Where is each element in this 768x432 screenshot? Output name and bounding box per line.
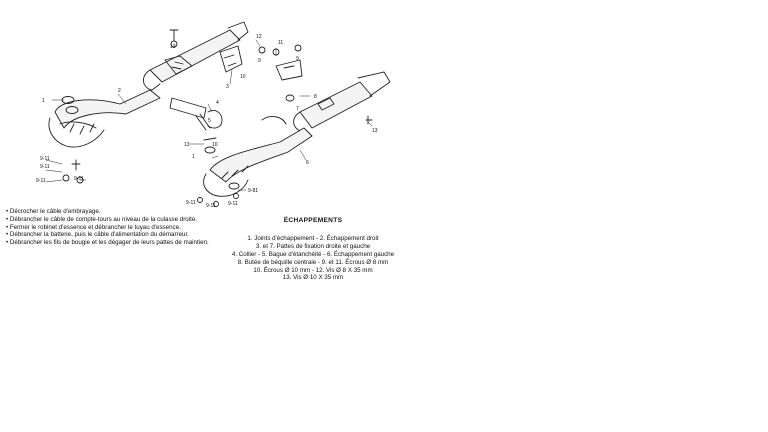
callout: 9-11 xyxy=(228,201,238,207)
figure-caption: ÉCHAPPEMENTS 1. Joints d'échappement - 2… xyxy=(228,217,398,282)
caption-line: 3. et 7. Pattes de fixation droite et ga… xyxy=(255,242,371,250)
instruction-item: • Débrancher les fils de bougie et les d… xyxy=(6,239,209,247)
callout: 9-11 xyxy=(40,164,50,170)
instruction-item: • Décrocher le câble d'embrayage. xyxy=(6,208,101,215)
instruction-item: • Fermer le robinet d'essence et débranc… xyxy=(6,223,181,231)
mounting-brackets xyxy=(169,29,303,81)
callout: 7 xyxy=(296,106,299,112)
callout: 9-11 xyxy=(40,156,50,162)
callout: 1 xyxy=(42,98,45,104)
callout: 9-11 xyxy=(206,203,216,209)
callout: 3 xyxy=(226,84,229,90)
callout: 9-11 xyxy=(36,178,46,184)
callout: 1 xyxy=(192,154,195,160)
callout: 13 xyxy=(184,142,190,148)
left-header-pipes xyxy=(203,116,313,197)
callout: 8 xyxy=(314,94,317,100)
clamp-assembly xyxy=(169,97,223,131)
caption-line: 10. Écrous Ø 10 mm - 12. Vis Ø 8 X 35 mm xyxy=(253,266,373,274)
right-header-pipes xyxy=(48,89,161,148)
callout: 9-11 xyxy=(186,200,196,206)
callout: 10 xyxy=(212,142,218,148)
instruction-item: • Débrancher la batterie, puis le câble … xyxy=(6,231,189,239)
caption-line: 4. Collier - 5. Bague d'étanchéité - 6. … xyxy=(231,250,395,258)
right-muffler xyxy=(143,21,249,91)
left-muffler xyxy=(293,71,391,133)
callout: 2 xyxy=(118,88,121,94)
callout: 9-11 xyxy=(74,176,84,182)
caption-line: 1. Joints d'échappement - 2. Échappement… xyxy=(247,234,379,242)
leader-lines xyxy=(45,39,373,191)
callout: 11 xyxy=(278,40,283,46)
caption-line: 13. Vis Ø 10 X 35 mm xyxy=(282,274,344,282)
callout: 13 xyxy=(372,128,378,134)
callout: 10 xyxy=(240,74,246,80)
callout-labels: 13 3 10 12 9 9 11 1 2 4 5 7 8 13 6 13 1 … xyxy=(36,34,378,209)
caption-title: ÉCHAPPEMENTS xyxy=(283,217,343,224)
caption-line: 8. Butée de béquille centrale - 9. et 11… xyxy=(237,258,389,266)
instruction-item: • Débrancher le câble de compte-tours au… xyxy=(6,215,197,223)
callout: 13 xyxy=(170,44,176,50)
callout: 9 xyxy=(296,56,299,62)
callout: 4 xyxy=(216,100,219,106)
callout: 9 xyxy=(258,58,261,64)
gaskets xyxy=(61,94,295,190)
callout: 5 xyxy=(208,118,211,124)
callout: 6 xyxy=(306,160,309,166)
removal-instructions: • Décrocher le câble d'embrayage. • Débr… xyxy=(6,208,218,247)
callout: 12 xyxy=(256,34,262,40)
nuts-studs xyxy=(62,115,373,207)
callout: 9-81 xyxy=(248,188,258,194)
exhaust-exploded-diagram: 13 3 10 12 9 9 11 1 2 4 5 7 8 13 6 13 1 … xyxy=(36,21,391,209)
